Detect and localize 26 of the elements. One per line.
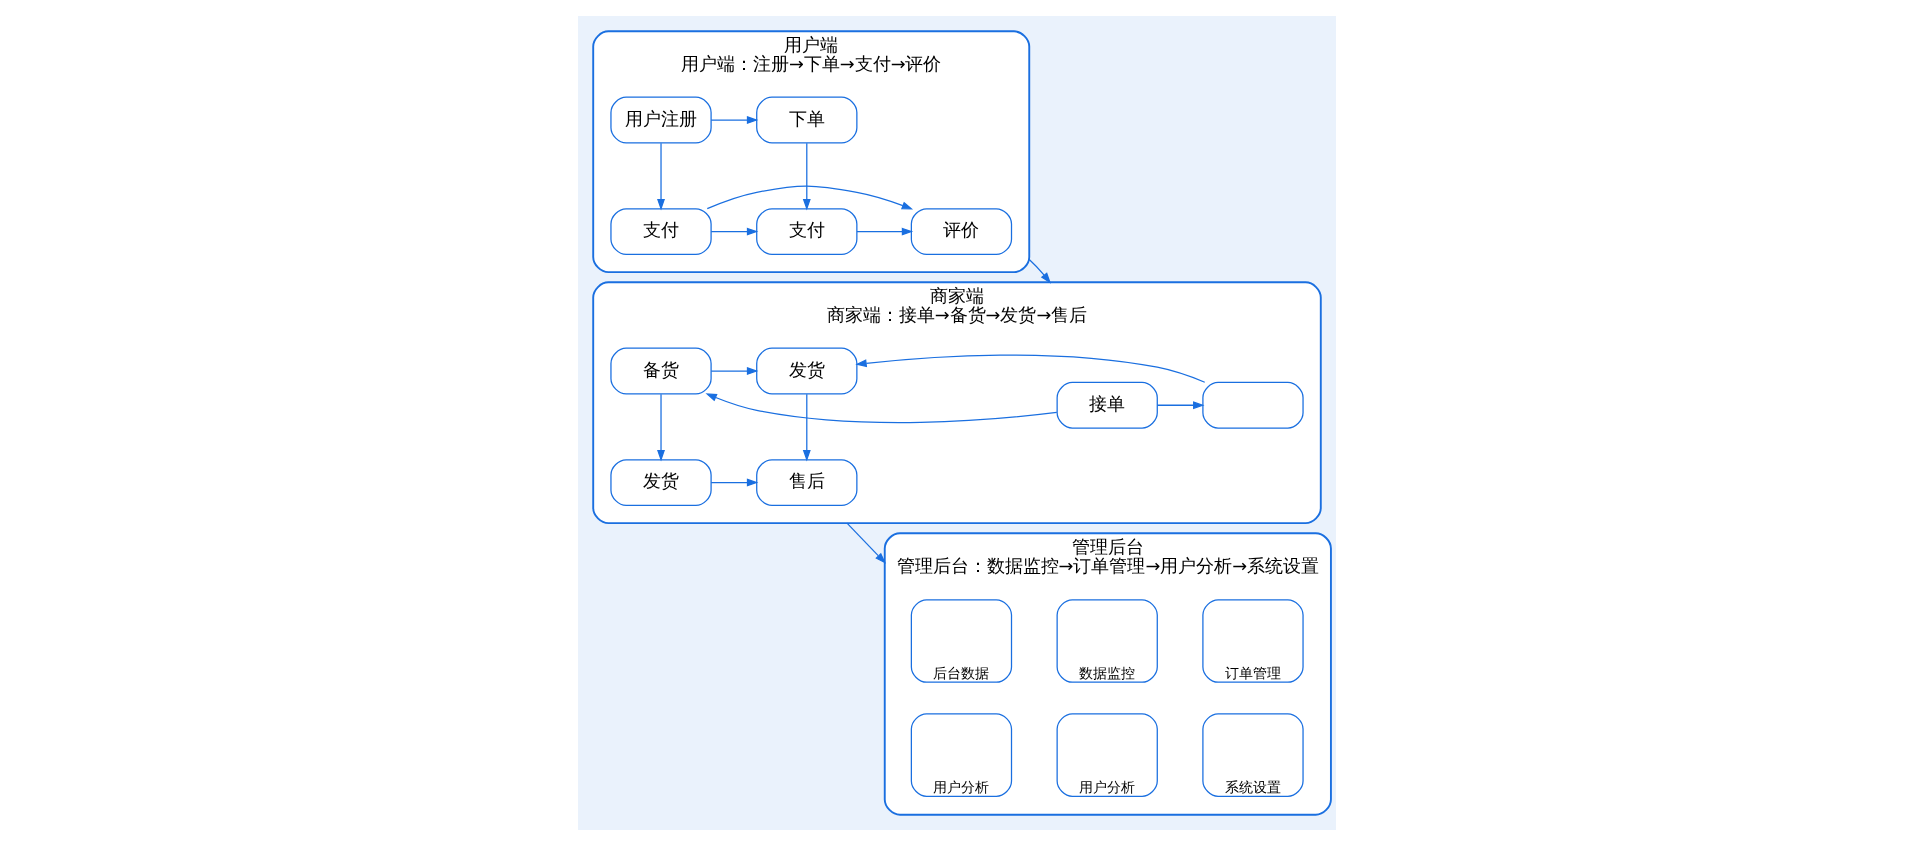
node-box: 用户注册 bbox=[610, 96, 712, 144]
node-box: 支付 bbox=[756, 208, 858, 256]
arrow bbox=[710, 227, 759, 236]
node-box: 支付 bbox=[610, 208, 712, 256]
arrow bbox=[657, 393, 666, 462]
arrow bbox=[710, 116, 759, 125]
arrow bbox=[856, 227, 914, 236]
node-box: 接单 bbox=[1056, 381, 1158, 429]
node-box: 发货 bbox=[610, 459, 712, 507]
node-box: 下单 bbox=[756, 96, 858, 144]
arrow bbox=[710, 367, 759, 376]
node-box: 发货 bbox=[756, 347, 858, 395]
node-box: 备货 bbox=[610, 347, 712, 395]
arrow bbox=[705, 393, 1058, 424]
arrow bbox=[710, 478, 759, 487]
arrow bbox=[855, 354, 1206, 383]
node-box: 评价 bbox=[910, 208, 1013, 256]
arrow bbox=[1156, 401, 1205, 410]
arrow bbox=[706, 185, 914, 210]
arrow bbox=[657, 142, 666, 211]
node-box bbox=[1202, 381, 1304, 429]
arrow bbox=[802, 393, 811, 462]
node-box: 售后 bbox=[756, 459, 858, 507]
arrow bbox=[846, 522, 887, 564]
arrow bbox=[802, 142, 811, 211]
arrow bbox=[1028, 258, 1052, 284]
